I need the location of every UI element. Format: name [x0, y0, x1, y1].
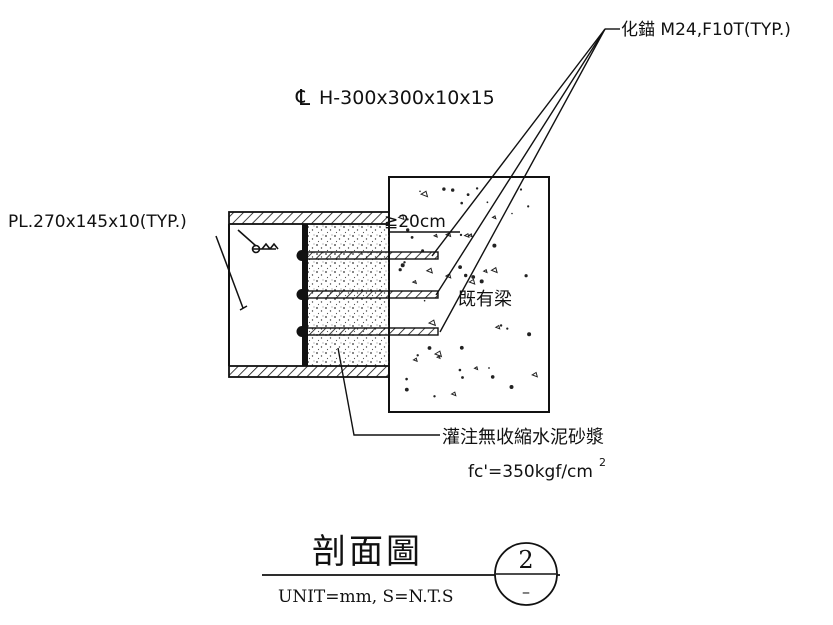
- weld-symbol: [237, 229, 279, 254]
- embed-depth-dimension: [388, 229, 460, 235]
- aggregate-speck: [400, 263, 405, 268]
- aggregate-speck: [398, 268, 402, 272]
- aggregate-speck: [416, 354, 419, 357]
- aggregate-speck: [527, 332, 532, 337]
- aggregate-speck: [482, 268, 488, 274]
- aggregate-speck: [494, 324, 501, 330]
- embed-depth-label: ≧20cm: [384, 212, 446, 232]
- existing-beam-label: 既有梁: [458, 289, 512, 310]
- aggregate-speck: [471, 275, 476, 279]
- scale-note: UNIT=mm, S=N.T.S: [278, 587, 454, 607]
- aggregate-speck: [427, 346, 432, 350]
- plate-leader: [215, 235, 244, 309]
- aggregate-speck: [490, 266, 498, 274]
- anchor-bolt: [296, 250, 439, 261]
- grout-strength-label: fc'=350kgf/cm: [468, 462, 593, 482]
- aggregate-speck: [524, 274, 528, 278]
- aggregate-speck: [450, 391, 457, 397]
- concrete-aggregate: [397, 187, 539, 398]
- aggregate-speck: [511, 212, 513, 215]
- aggregate-speck: [411, 279, 418, 285]
- aggregate-speck: [499, 324, 503, 327]
- beam-section-label: H-300x300x10x15: [319, 87, 495, 109]
- aggregate-speck: [509, 385, 514, 389]
- aggregate-speck: [425, 267, 434, 274]
- aggregate-speck: [435, 355, 441, 360]
- aggregate-speck: [490, 375, 495, 379]
- aggregate-speck: [405, 378, 408, 381]
- anchor-bolt: [296, 326, 439, 337]
- aggregate-speck: [464, 273, 468, 278]
- bottom-flange: [228, 365, 390, 378]
- aggregate-speck: [488, 367, 490, 369]
- grout-strength-exponent: 2: [599, 456, 606, 469]
- aggregate-speck: [397, 214, 405, 221]
- aggregate-speck: [506, 327, 509, 330]
- aggregate-speck: [410, 236, 414, 239]
- aggregate-speck: [519, 188, 523, 191]
- aggregate-speck: [479, 279, 484, 284]
- aggregate-speck: [406, 228, 410, 232]
- aggregate-speck: [459, 345, 464, 350]
- aggregate-speck: [403, 261, 406, 264]
- aggregate-speck: [460, 201, 464, 205]
- top-flange: [228, 211, 390, 225]
- anchor-bolt: [296, 289, 439, 300]
- aggregate-speck: [451, 188, 455, 192]
- aggregate-speck: [412, 357, 418, 363]
- plate-label: PL.270x145x10(TYP.): [8, 212, 187, 232]
- sheet-ref: –: [522, 582, 530, 601]
- aggregate-speck: [527, 205, 530, 208]
- aggregate-speck: [444, 273, 452, 279]
- aggregate-speck: [419, 190, 429, 198]
- aggregate-speck: [433, 350, 443, 358]
- aggregate-speck: [404, 387, 409, 392]
- aggregate-speck: [466, 193, 470, 197]
- aggregate-speck: [461, 376, 464, 379]
- aggregate-speck: [458, 368, 462, 372]
- aggregate-speck: [442, 187, 446, 191]
- grout-label: 灌注無收縮水泥砂漿: [442, 427, 604, 448]
- aggregate-speck: [432, 233, 438, 238]
- aggregate-speck: [459, 233, 463, 237]
- aggregate-speck: [423, 299, 426, 302]
- aggregate-speck: [467, 233, 473, 238]
- aggregate-speck: [486, 201, 489, 204]
- aggregate-speck: [433, 395, 436, 398]
- anchor-bolt-leaders: [431, 28, 620, 333]
- detail-number: 2: [518, 546, 533, 574]
- aggregate-speck: [419, 190, 421, 193]
- aggregate-speck: [491, 215, 497, 220]
- aggregate-speck: [531, 371, 539, 378]
- title-block: 剖面圖 UNIT=mm, S=N.T.S 2 –: [262, 532, 560, 607]
- aggregate-speck: [463, 232, 470, 239]
- aggregate-speck: [468, 278, 476, 285]
- aggregate-speck: [458, 265, 462, 269]
- aggregate-speck: [406, 218, 409, 221]
- title: 剖面圖: [312, 532, 423, 572]
- centerline-symbol: ℄: [295, 86, 311, 111]
- steel-h-beam: [215, 211, 390, 378]
- aggregate-speck: [475, 187, 479, 190]
- anchor-bolts: [296, 250, 439, 337]
- grout-leader: [337, 347, 440, 436]
- aggregate-speck: [492, 243, 497, 248]
- anchor-bolt-label: 化錨 M24,F10T(TYP.): [621, 20, 791, 40]
- aggregate-speck: [473, 366, 479, 371]
- aggregate-speck: [427, 319, 437, 327]
